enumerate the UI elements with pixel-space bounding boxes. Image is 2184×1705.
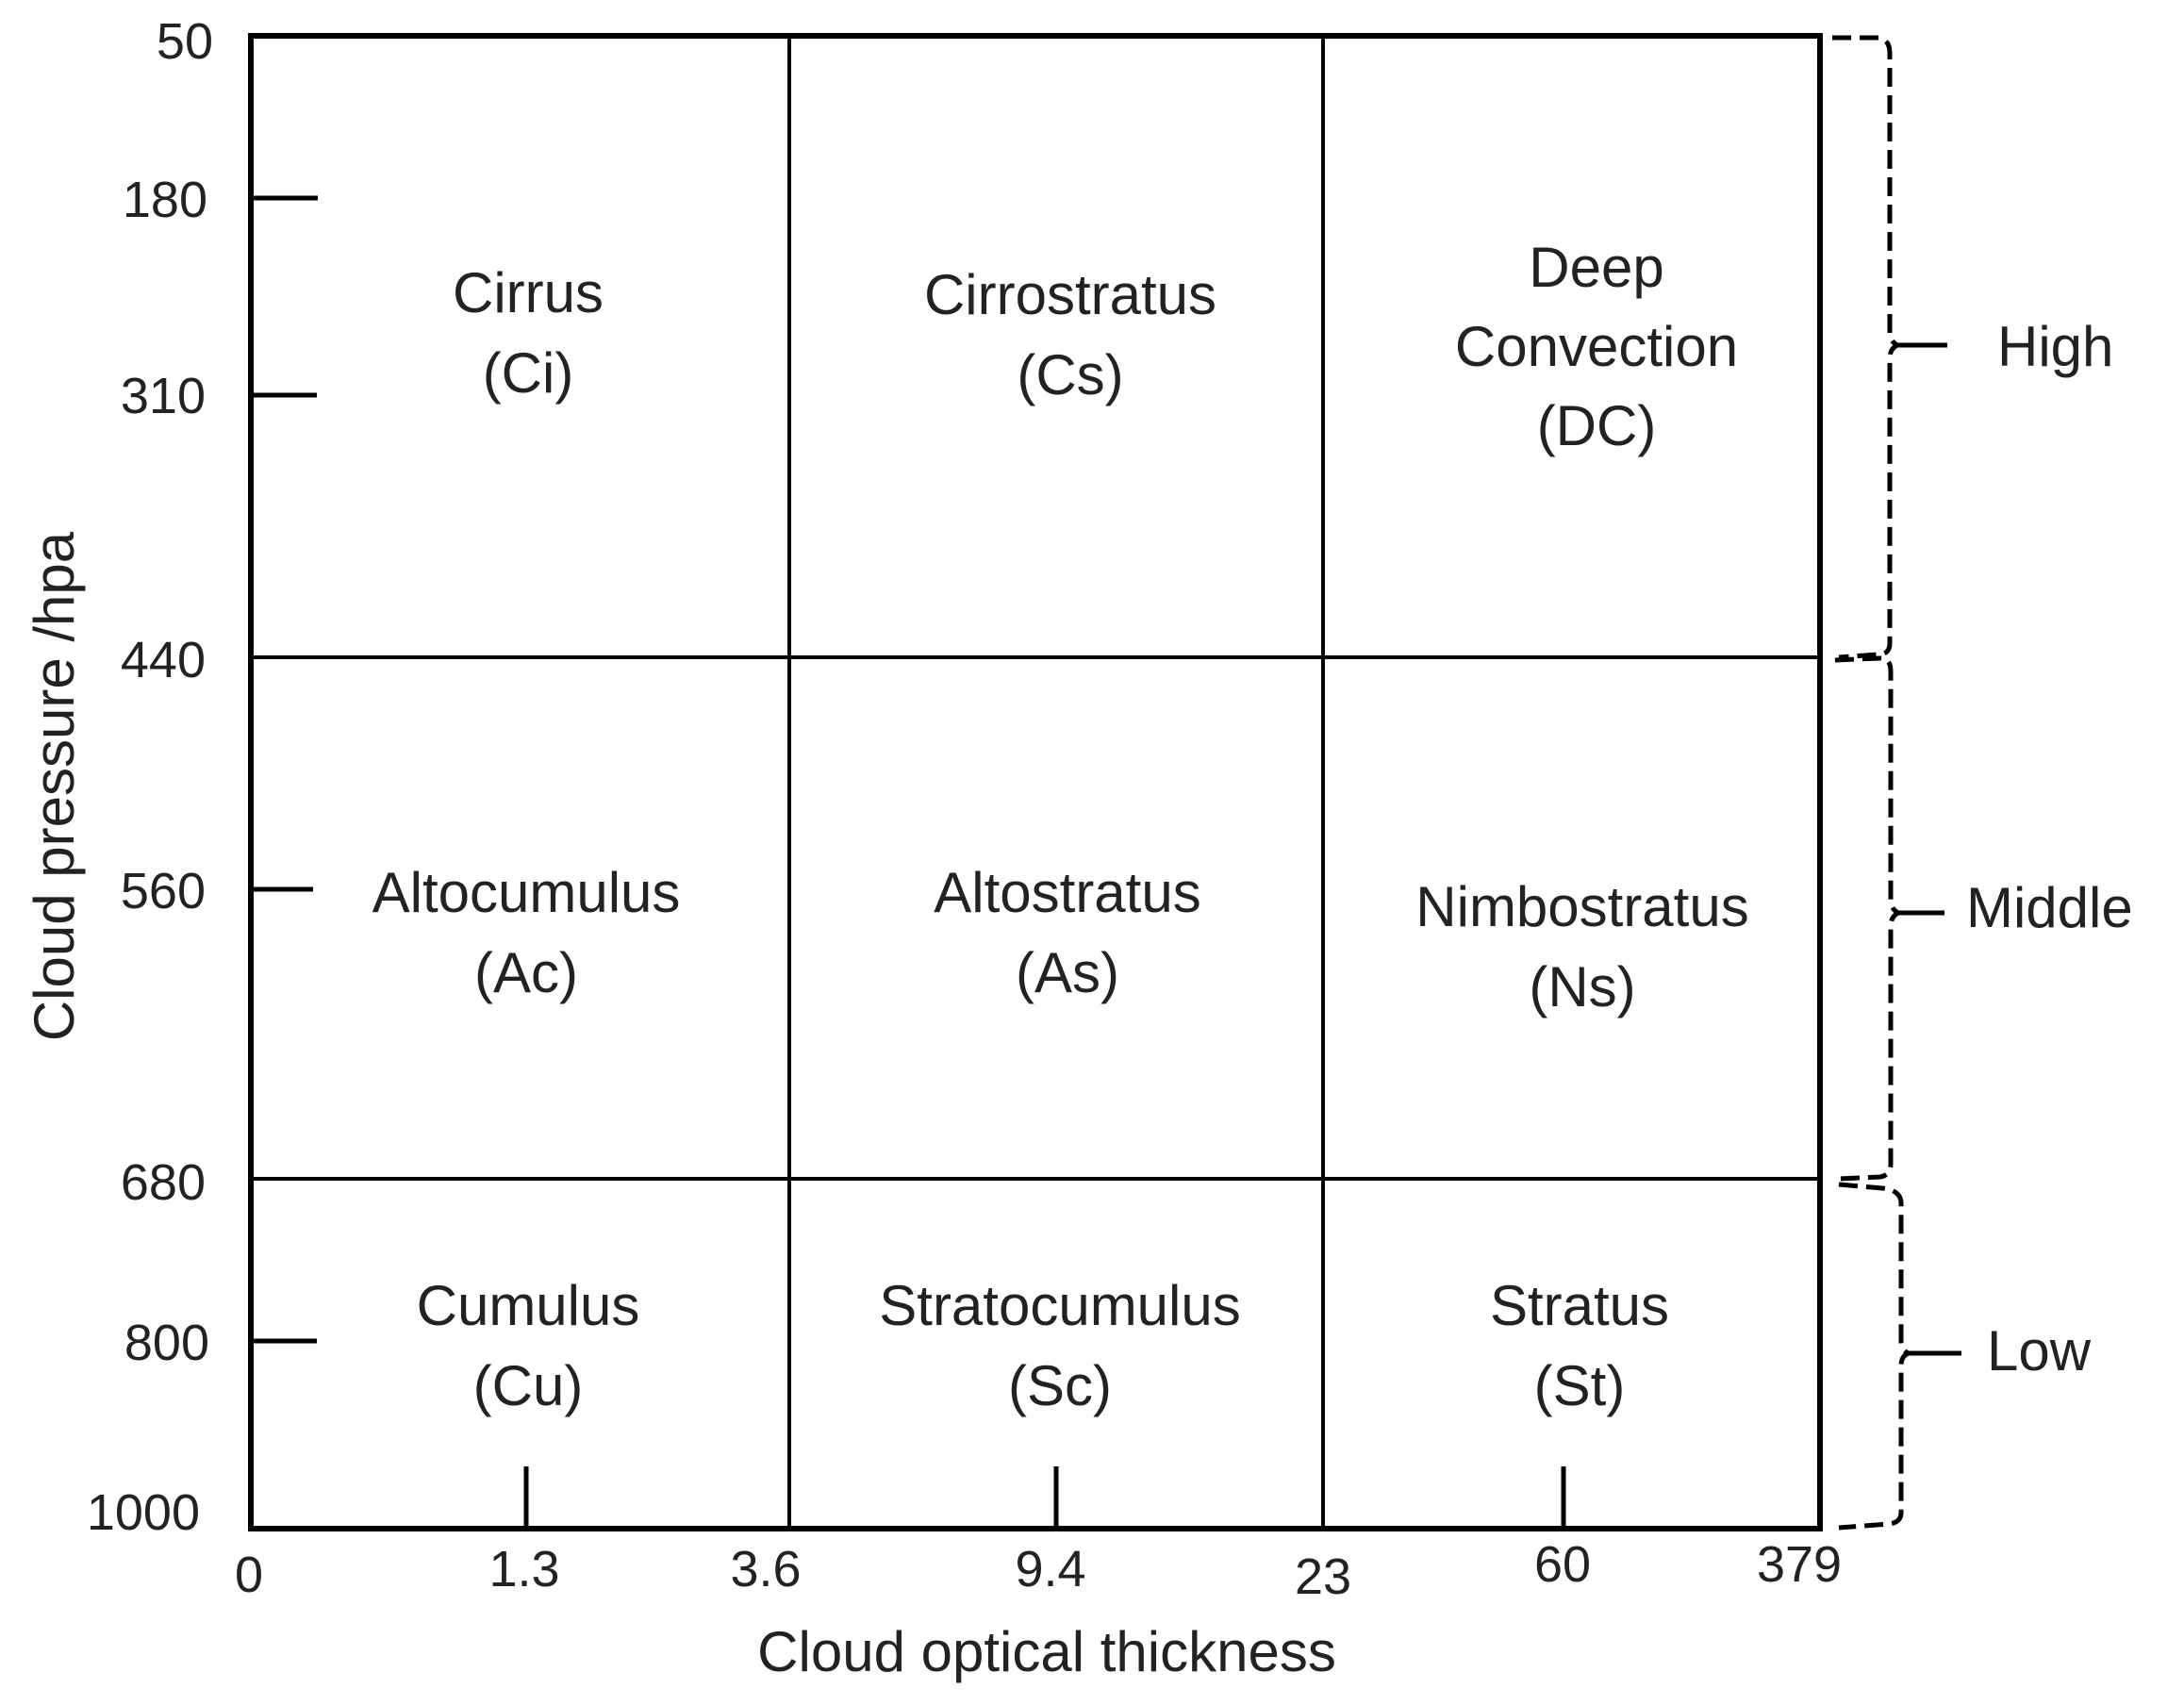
cell-deep-convection: Deep Convection (DC) <box>1455 236 1738 457</box>
y-tick-label: 310 <box>121 368 206 424</box>
level-label-low: Low <box>1987 1319 2092 1382</box>
cell-name: Altocumulus <box>372 861 681 924</box>
level-braces: High Middle Low <box>1832 35 2133 1531</box>
x-tick-label: 23 <box>1295 1548 1351 1605</box>
y-tick-label: 50 <box>157 13 213 70</box>
level-label-high: High <box>1997 315 2113 378</box>
plot-frame <box>248 33 1823 1531</box>
brace-low-icon <box>1838 1182 1961 1531</box>
cell-altocumulus: Altocumulus (Ac) <box>372 861 681 1004</box>
cell-stratocumulus: Stratocumulus (Sc) <box>879 1274 1241 1417</box>
cell-name: Nimbostratus <box>1415 875 1748 938</box>
cell-abbr: (Ci) <box>483 341 574 405</box>
cell-abbr: (Cu) <box>473 1354 584 1417</box>
y-tick-label: 800 <box>124 1315 209 1371</box>
x-tick-label: 0 <box>235 1547 263 1603</box>
y-tick-label: 440 <box>121 632 206 688</box>
cell-abbr: (DC) <box>1537 394 1657 457</box>
brace-high-icon <box>1832 35 1947 660</box>
cell-nimbostratus: Nimbostratus (Ns) <box>1415 875 1748 1018</box>
y-axis-title: Cloud pressure /hpa <box>23 531 86 1041</box>
cell-labels: Cirrus (Ci) Cirrostratus (Cs) Deep Conve… <box>372 236 1749 1417</box>
cell-name: Cumulus <box>417 1274 640 1337</box>
x-ticks <box>523 1466 1566 1529</box>
x-tick-label: 1.3 <box>488 1541 559 1597</box>
cell-abbr: (Ns) <box>1529 955 1635 1018</box>
x-tick-label: 3.6 <box>730 1541 801 1597</box>
y-tick-label: 680 <box>121 1154 206 1211</box>
cell-name: Altostratus <box>934 861 1200 924</box>
cell-name: Stratocumulus <box>879 1274 1241 1337</box>
cell-cirrostratus: Cirrostratus (Cs) <box>924 263 1216 406</box>
brace-middle-icon <box>1834 655 1944 1182</box>
cell-name: Cirrus <box>453 261 604 324</box>
cell-cumulus: Cumulus (Cu) <box>417 1274 640 1417</box>
cell-cirrus: Cirrus (Ci) <box>453 261 604 405</box>
level-label-middle: Middle <box>1966 876 2133 939</box>
x-tick-labels: 0 1.3 3.6 9.4 23 60 379 <box>235 1536 1842 1605</box>
cell-name: Deep <box>1529 236 1663 299</box>
x-tick-label: 60 <box>1534 1536 1591 1593</box>
cell-abbr: (Sc) <box>1008 1354 1112 1417</box>
y-tick-label: 560 <box>121 863 206 919</box>
cell-name: Cirrostratus <box>924 263 1216 326</box>
y-tick-label: 180 <box>123 172 207 228</box>
y-tick-labels: 50 180 310 440 560 680 800 1000 <box>87 13 213 1541</box>
cell-name: Stratus <box>1490 1274 1669 1337</box>
y-ticks <box>251 195 318 1344</box>
cell-altostratus: Altostratus (As) <box>934 861 1200 1004</box>
cell-name: Convection <box>1455 315 1738 378</box>
cell-abbr: (Ac) <box>474 941 578 1004</box>
cell-abbr: (St) <box>1534 1354 1626 1417</box>
cell-abbr: (Cs) <box>1017 343 1123 406</box>
cell-stratus: Stratus (St) <box>1490 1274 1669 1417</box>
y-tick-label: 1000 <box>87 1484 200 1541</box>
grid-lines <box>251 36 1820 1529</box>
x-axis-title: Cloud optical thickness <box>757 1620 1336 1683</box>
cell-abbr: (As) <box>1016 941 1119 1004</box>
x-tick-label: 379 <box>1757 1536 1842 1593</box>
x-tick-label: 9.4 <box>1015 1541 1085 1597</box>
